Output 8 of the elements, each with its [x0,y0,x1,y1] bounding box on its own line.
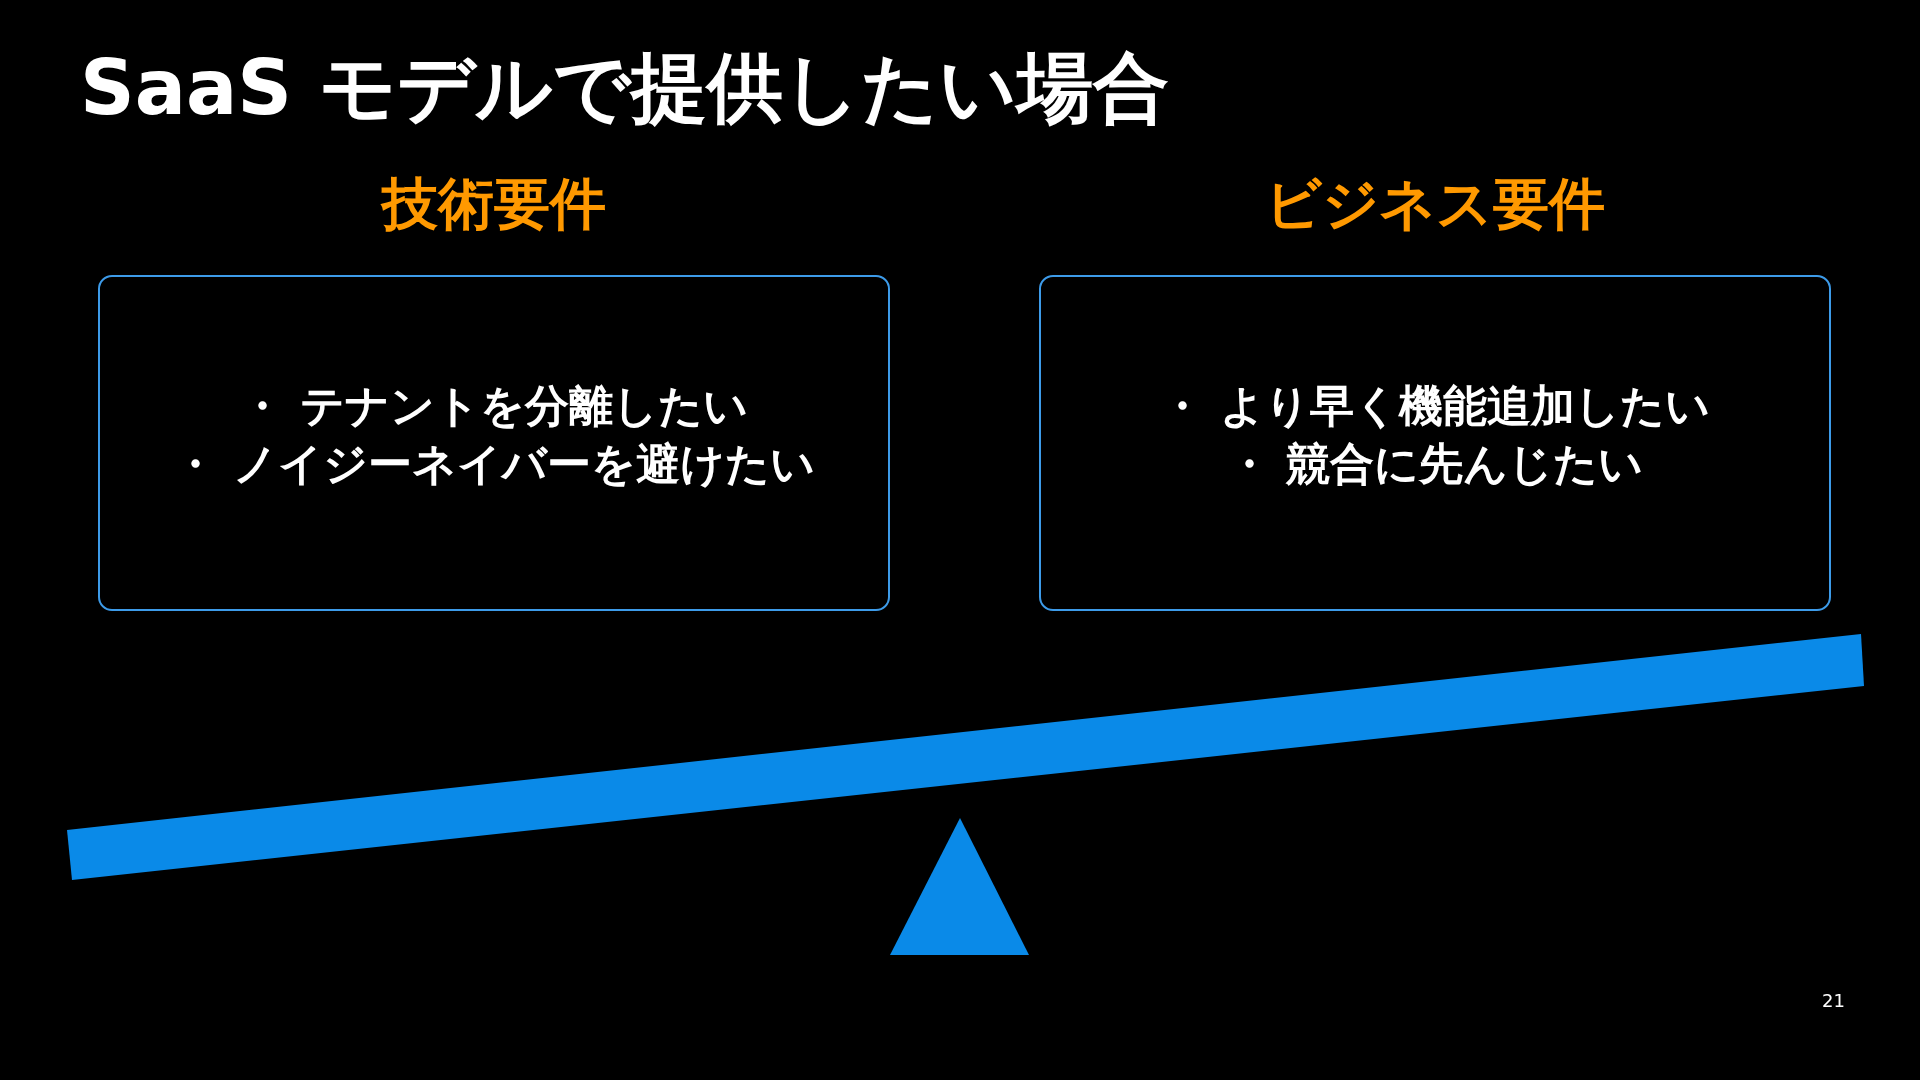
bullet-item: ・ 競合に先んじたい [1226,437,1644,491]
bullet-item: ・ ノイジーネイバーを避けたい [173,437,815,491]
column-heading: 技術要件 [379,170,607,238]
bullet-item: ・ より早く機能追加したい [1160,379,1710,433]
page-number: 21 [1822,990,1845,1011]
column-heading: ビジネス要件 [1264,170,1606,238]
bullet-item: ・ テナントを分離したい [240,379,748,433]
slide-title: SaaS モデルで提供したい場合 [80,42,1169,134]
